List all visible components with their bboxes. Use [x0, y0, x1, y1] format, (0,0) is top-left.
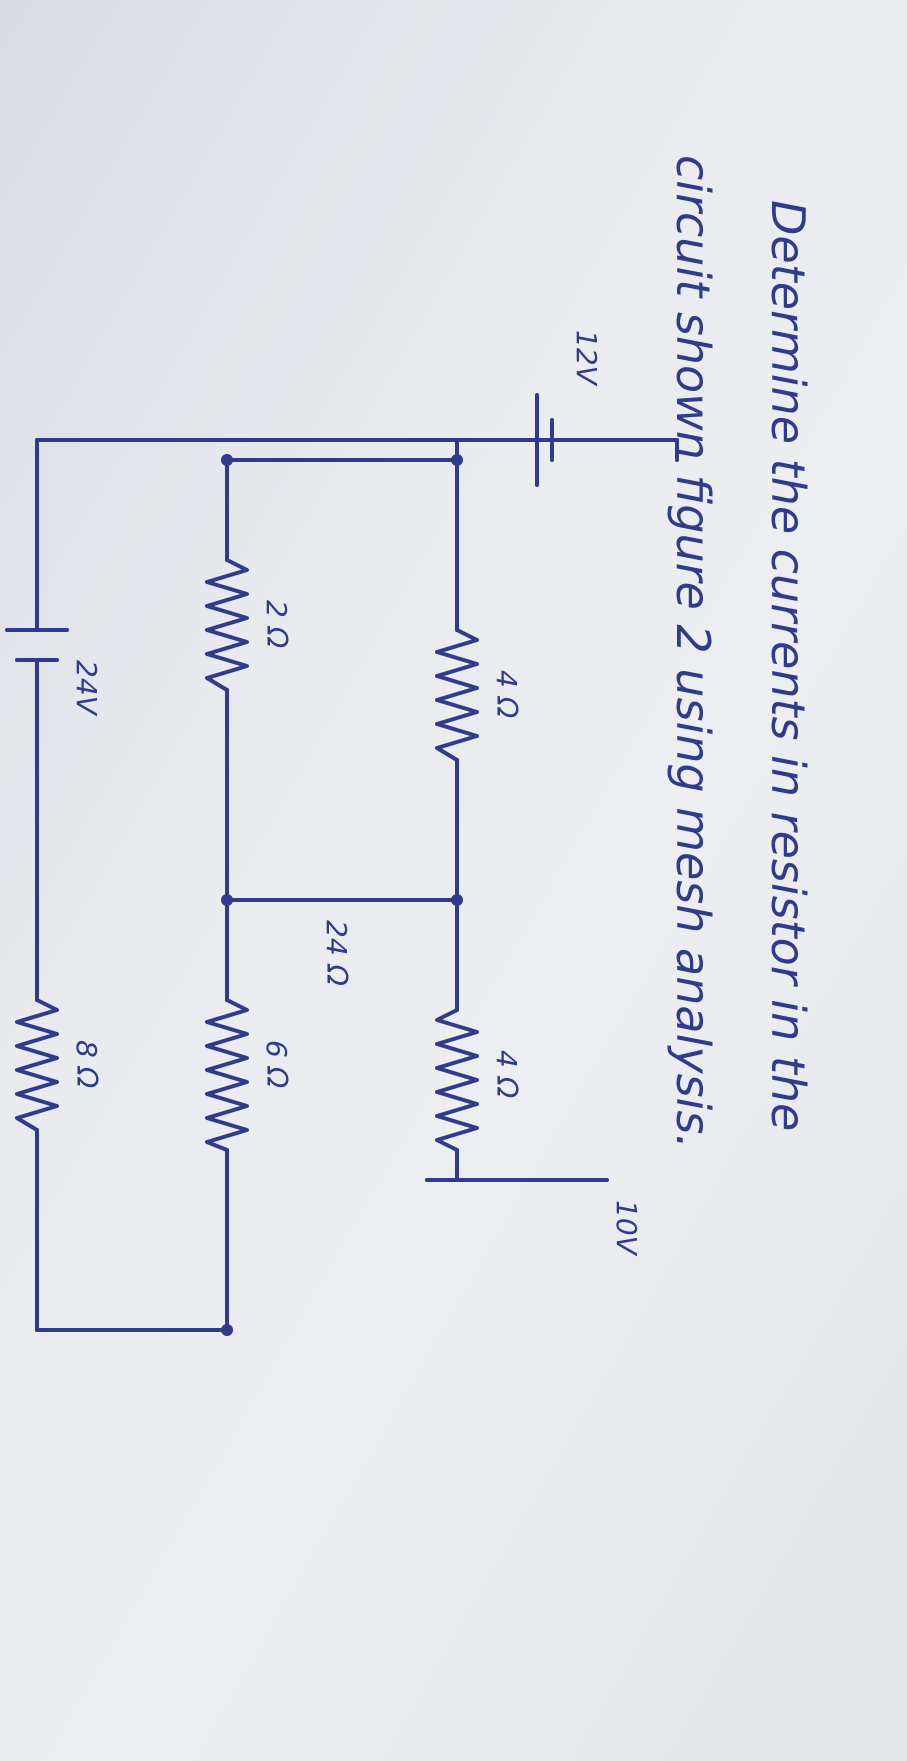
node-top-middle [451, 894, 463, 906]
node-middle-right [221, 1324, 233, 1336]
label-battery-24v: 24V [70, 660, 103, 717]
question-line-1: Determine the currents in resistor in th… [761, 200, 815, 1131]
label-battery-10v: 10V [610, 1200, 643, 1257]
node-middle-center [221, 894, 233, 906]
resistor-center-left-2ohm [205, 558, 249, 692]
resistor-top-left-4ohm [435, 628, 479, 762]
label-top-left-4ohm: 4 Ω [490, 670, 523, 719]
label-center-left-2ohm: 2 Ω [260, 600, 293, 649]
battery-24v [5, 628, 69, 762]
label-center-right-6ohm: 6 Ω [260, 1040, 293, 1089]
node-middle-left [221, 454, 233, 466]
label-battery-12v: 12V [570, 330, 603, 387]
middle-wire [225, 458, 459, 1332]
circuit-nodes [221, 454, 463, 1336]
bottom-wire [35, 438, 679, 1332]
label-bottom-8ohm: 8 Ω [70, 1040, 103, 1089]
resistor-center-right-6ohm [205, 998, 249, 1152]
label-top-right-4ohm: 4 Ω [490, 1050, 523, 1099]
resistor-top-right-4ohm [435, 1008, 479, 1152]
question-line-2: circuit shown figure 2 using mesh analys… [666, 155, 720, 1149]
node-top-left [451, 454, 463, 466]
resistor-bottom-8ohm [15, 998, 59, 1132]
label-middle-24ohm: 24 Ω [320, 920, 353, 987]
